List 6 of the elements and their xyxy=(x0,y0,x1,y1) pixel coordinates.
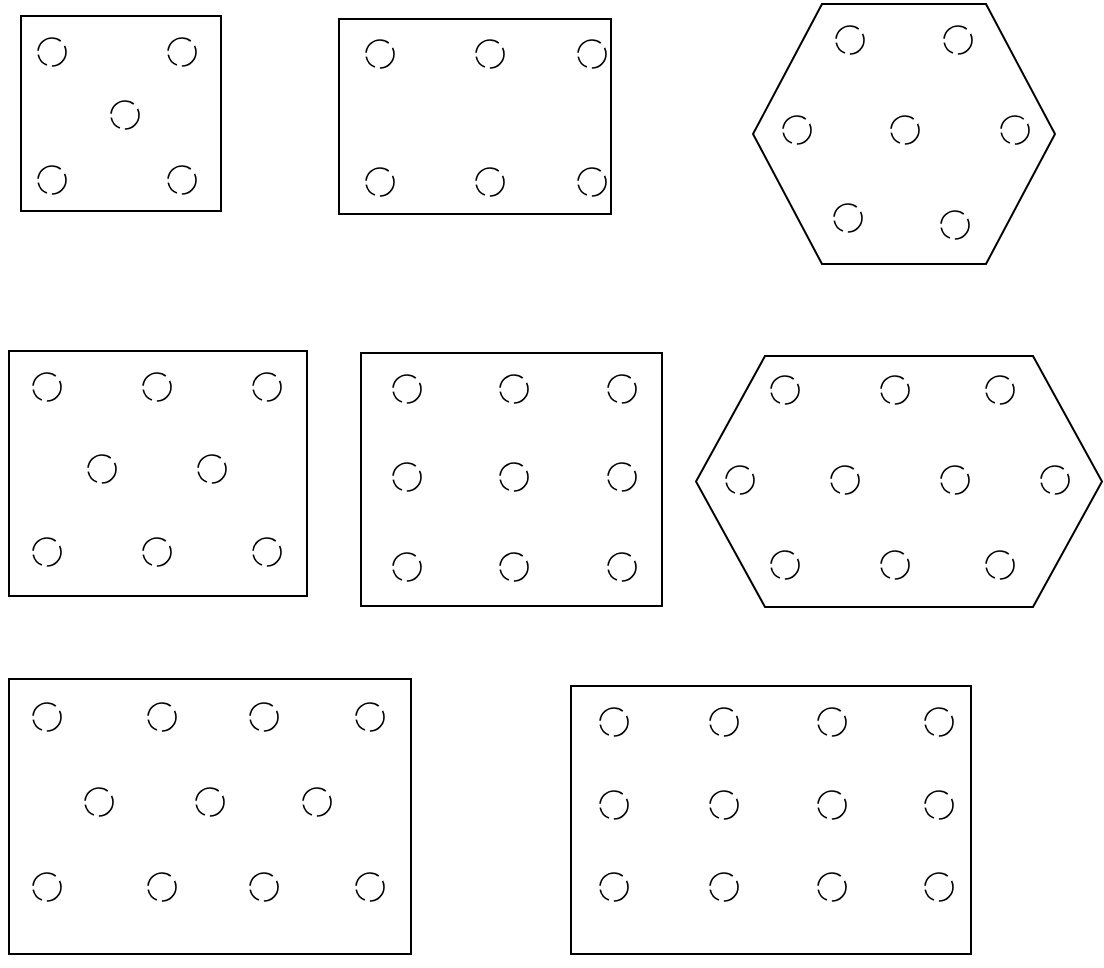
plate xyxy=(8,350,308,597)
plate xyxy=(8,678,412,955)
plate xyxy=(570,685,972,955)
plate xyxy=(360,352,663,607)
plate xyxy=(338,18,612,215)
plate xyxy=(20,15,222,212)
